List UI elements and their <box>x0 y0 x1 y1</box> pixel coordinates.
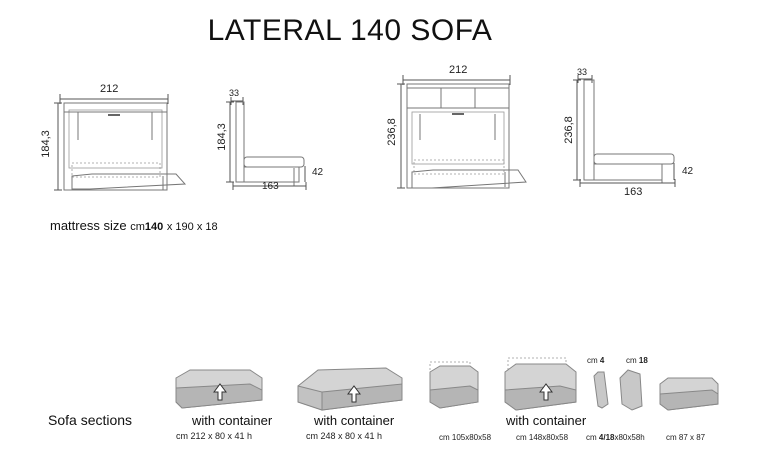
panel-thick-value: 18 <box>638 356 648 365</box>
mattress-prefix: cm <box>130 221 145 233</box>
section4-sofa <box>504 357 577 411</box>
section2-caption: with container <box>314 413 395 428</box>
section3-sofa <box>429 361 479 409</box>
unit2-width-label: 212 <box>449 64 468 76</box>
panel-size-value: 4/18 <box>598 433 615 442</box>
panel-thin-prefix: cm <box>587 356 598 365</box>
panel-size-prefix: cm <box>586 433 597 442</box>
panel-thin-label: cm 4 <box>587 356 604 365</box>
section1-sofa <box>175 369 263 409</box>
page-title: LATERAL 140 SOFA <box>207 14 493 47</box>
section4-caption: with container <box>506 413 587 428</box>
pouf-size: cm 87 x 87 <box>666 433 706 442</box>
unit1-depth-top-label: 33 <box>229 88 240 98</box>
section2-sofa <box>297 367 403 411</box>
section1-caption: with container <box>192 413 273 428</box>
unit1-width-label: 212 <box>100 83 119 95</box>
unit1-depth-label: 163 <box>262 181 279 192</box>
panel-thin-value: 4 <box>599 356 605 365</box>
panel-thin <box>593 371 609 409</box>
mattress-width: 140 <box>144 221 164 233</box>
panel-size-rest: x80x58h <box>614 433 645 442</box>
panel-size: cm 4/18x80x58h <box>586 433 645 442</box>
section4-size: cm 148x80x58 <box>516 433 569 442</box>
panel-thick-label: cm 18 <box>626 356 648 365</box>
unit1-seat-height-label: 42 <box>312 167 324 178</box>
section3-size: cm 105x80x58 <box>439 433 492 442</box>
section1-size: cm 212 x 80 x 41 h <box>176 431 253 441</box>
mattress-size-text: mattress size cm140 x 190 x 18 <box>50 218 218 233</box>
section2-size: cm 248 x 80 x 41 h <box>306 431 383 441</box>
sofa-sections-label: Sofa sections <box>48 412 133 428</box>
unit2-depth-top-label: 33 <box>577 67 588 77</box>
mattress-rest: x 190 x 18 <box>166 221 218 233</box>
mattress-label: mattress size <box>50 218 127 233</box>
panel-thick <box>619 369 643 411</box>
unit2-seat-height-label: 42 <box>682 166 694 177</box>
pouf <box>659 377 719 411</box>
panel-thick-prefix: cm <box>626 356 637 365</box>
unit2-depth-label: 163 <box>624 186 643 198</box>
